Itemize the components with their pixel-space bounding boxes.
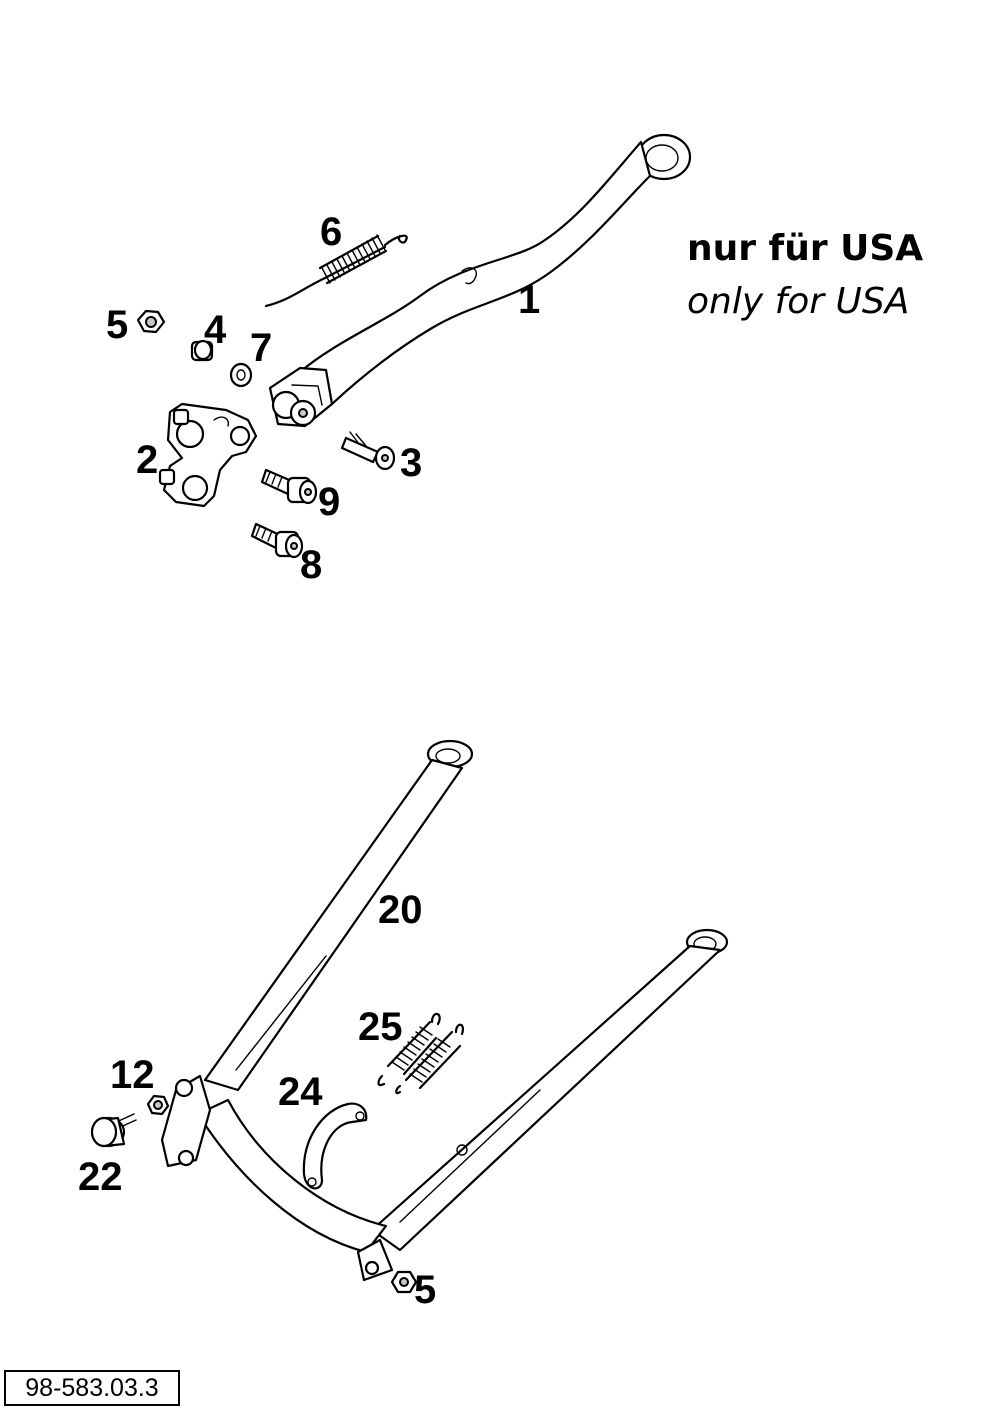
callout-25: 25 [358,1005,403,1049]
nut-12 [146,1094,170,1116]
callout-5-top: 5 [106,303,129,347]
callout-8: 8 [300,543,323,587]
bracket-2 [158,402,258,508]
bolt-3 [340,431,396,471]
springs-25 [377,1012,464,1095]
nut-5-top [136,309,166,334]
callout-6: 6 [320,210,343,254]
callout-7: 7 [250,326,273,370]
note-english: only for USA [687,281,910,322]
callout-22: 22 [78,1155,123,1199]
callout-2: 2 [136,438,159,482]
callout-3: 3 [400,441,423,485]
callout-24: 24 [278,1070,323,1114]
bolt-8 [250,522,304,559]
side-stand-leg [268,133,692,428]
washer-7 [229,362,253,388]
bushing-4 [190,339,214,362]
note-german: nur für USA [687,228,924,269]
callout-1: 1 [518,278,541,322]
callout-9: 9 [318,480,341,524]
callout-20: 20 [378,888,423,932]
callout-12: 12 [110,1053,155,1097]
callout-4: 4 [204,308,227,352]
rubber-stop-22 [90,1113,137,1148]
bolt-9 [260,468,318,505]
spring-6 [264,234,408,308]
document-number: 98-583.03.3 [4,1370,180,1406]
nut-5-bottom [390,1270,418,1294]
bracket-24 [302,1102,368,1190]
center-stand [160,739,729,1282]
callout-5-bottom: 5 [414,1268,437,1312]
